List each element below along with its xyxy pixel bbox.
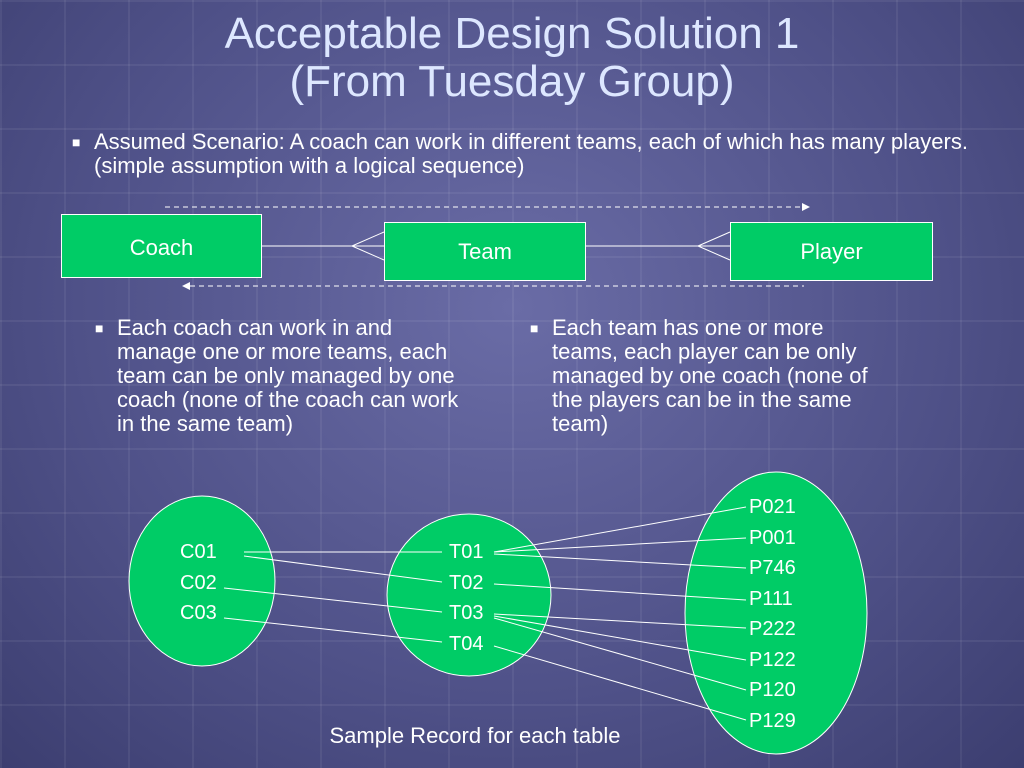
bullet-square-icon: ■ [72,134,81,150]
player-record: P120 [749,679,796,701]
map-t03-p120 [493,617,747,691]
coach-record: C02 [180,571,217,594]
player-record: P746 [749,557,796,579]
player-record: P122 [749,648,796,671]
team-player-crowfoot-upper [697,231,731,247]
coach-team-crowfoot-lower [351,245,385,261]
coach-team-crowfoot-upper [351,231,385,247]
scenario-bullet: ■ Assumed Scenario: A coach can work in … [72,129,974,178]
player-entity: Player [730,222,933,281]
team-record: T02 [449,571,484,594]
map-c02-t03 [223,587,443,613]
map-t01-p021 [493,506,747,553]
player-record: P111 [749,587,793,610]
scenario-text: Assumed Scenario: A coach can work in di… [94,129,968,178]
map-t03-p122 [493,615,747,661]
map-c01-t02 [243,555,443,583]
map-t01-p746 [493,553,747,569]
team-entity: Team [384,222,586,281]
team-player-crowfoot-lower [697,245,731,261]
player-records-ellipse [684,471,868,755]
team-rule-text: Each team has one or more teams, each pl… [552,315,868,436]
player-record: P021 [749,496,796,518]
title-line-1: Acceptable Design Solution 1 [224,9,800,58]
coach-entity: Coach [61,214,262,278]
map-t04-p129 [493,645,747,721]
player-record: P001 [749,526,796,549]
title-line-2: (From Tuesday Group) [289,57,735,106]
map-c03-t04 [223,617,443,643]
team-rule-bullet: ■ Each team has one or more teams, each … [530,315,882,436]
player-record: P222 [749,618,796,640]
player-record: P129 [749,709,796,732]
map-t01-p001 [493,537,747,553]
coach-rule-text: Each coach can work in and manage one or… [117,315,459,436]
bullet-square-icon: ■ [530,320,539,336]
bullet-square-icon: ■ [95,320,104,336]
player-record-list: P021 P001 P746 P111 P222 P122 P120 P129 [749,492,796,736]
coach-record: C03 [180,602,217,624]
coach-record-list: C01 C02 C03 [180,537,217,629]
coach-record: C01 [180,541,217,563]
team-record: T04 [449,632,484,655]
team-record: T03 [449,602,484,624]
forward-arrow-head [802,203,810,211]
diagram-caption: Sample Record for each table [329,723,621,748]
slide-title: Acceptable Design Solution 1 (From Tuesd… [0,10,1024,106]
team-record: T01 [449,541,484,563]
coach-records-ellipse [128,495,276,667]
team-record-list: T01 T02 T03 T04 [449,537,483,659]
map-t03-p222 [493,613,747,629]
coach-rule-bullet: ■ Each coach can work in and manage one … [95,315,467,436]
map-t02-p111 [493,583,747,601]
backward-arrow-head [182,282,190,290]
